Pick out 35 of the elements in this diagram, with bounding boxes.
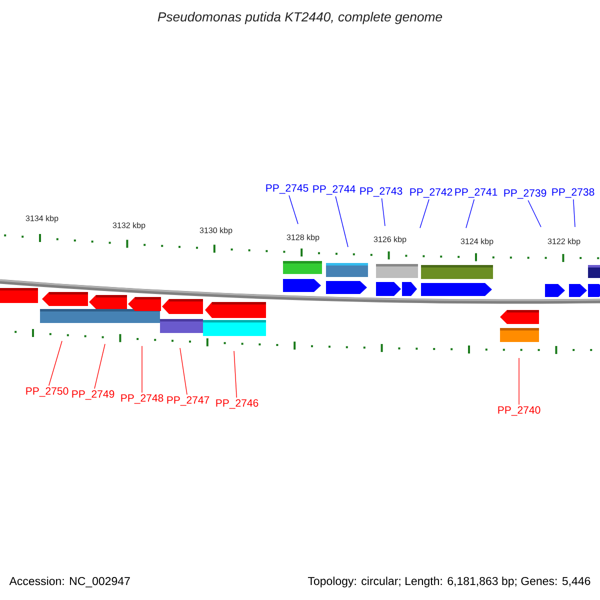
- title: Pseudomonas putida KT2440, complete genome: [158, 12, 442, 24]
- leader-line: [381, 198, 386, 226]
- gene-label: PP_2738: [552, 188, 594, 198]
- leader-line: [573, 199, 576, 228]
- gene-label: PP_2746: [216, 399, 258, 409]
- scale-label: 3134 kbp: [26, 215, 58, 223]
- scale-label: 3130 kbp: [200, 227, 232, 235]
- leader-line: [420, 199, 430, 228]
- leader-line: [94, 344, 106, 389]
- leader-line: [288, 195, 298, 224]
- gene-label: PP_2739: [504, 189, 546, 199]
- leader-line: [48, 340, 62, 386]
- leader-line: [528, 200, 542, 228]
- gene-label: PP_2740: [498, 406, 540, 416]
- gene-label: PP_2747: [167, 396, 210, 406]
- gene-label: PP_2745: [266, 184, 308, 194]
- gene-label: PP_2744: [313, 185, 356, 195]
- leader-line: [335, 196, 348, 248]
- scale-label: 3132 kbp: [112, 222, 146, 230]
- gene-label: PP_2748: [121, 394, 164, 404]
- scale-label: 3124 kbp: [460, 238, 494, 246]
- gene-label: PP_2742: [410, 188, 452, 198]
- gene-label: PP_2750: [26, 387, 68, 397]
- leader-line: [180, 348, 188, 395]
- genome-info-text: Topology: circular; Length: 6,181,863 bp; Genes: 5,446: [308, 576, 590, 588]
- gene-label: PP_2743: [360, 187, 402, 197]
- leader-line: [234, 350, 237, 398]
- gene-label: PP_2749: [72, 390, 114, 400]
- leader-line: [466, 199, 475, 228]
- scale-label: 3126 kbp: [374, 236, 406, 244]
- scale-label: 3122 kbp: [548, 238, 580, 246]
- gene-label: PP_2741: [455, 188, 498, 198]
- accession-text: Accession: NC_002947: [9, 576, 130, 588]
- leader-line: [518, 358, 520, 405]
- scale-label: 3128 kbp: [286, 234, 320, 242]
